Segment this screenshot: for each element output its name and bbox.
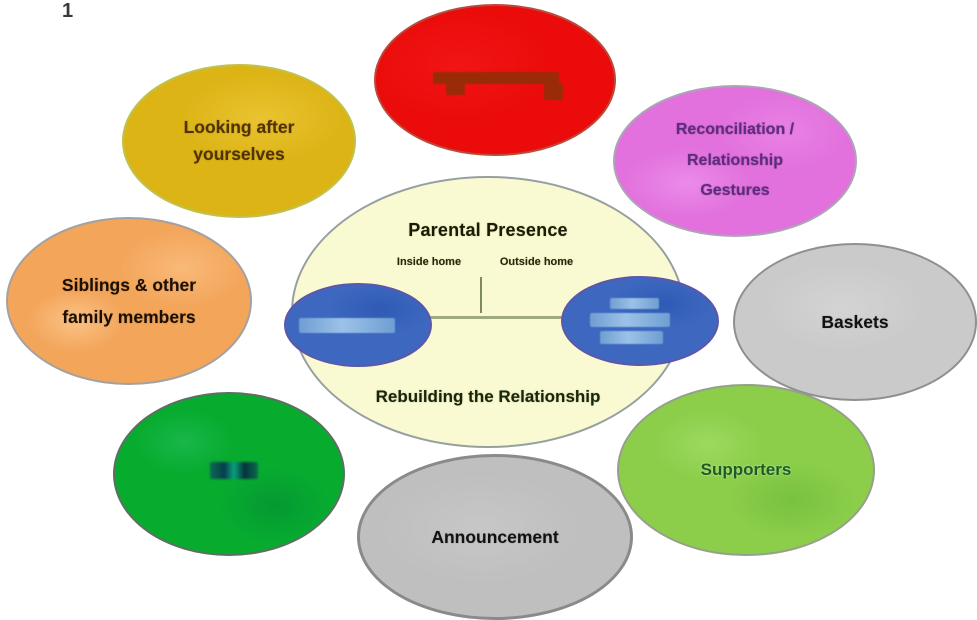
node-baskets: Baskets: [733, 243, 977, 401]
central-title: Parental Presence: [408, 220, 568, 240]
node-label: Siblings & other family members: [61, 274, 197, 327]
node-inner-left-blue: [284, 283, 432, 367]
obscured-text-band: [590, 313, 670, 327]
obscured-text-band: [544, 83, 563, 100]
node-label: Looking after yourselves: [183, 116, 295, 164]
node-inner-right-blue: [561, 276, 719, 366]
obscured-text-band: [600, 331, 663, 344]
obscured-text-band: [210, 462, 258, 479]
node-siblings-family-members: Siblings & other family members: [6, 217, 252, 385]
node-top-red: [374, 4, 616, 156]
obscured-text-band: [610, 298, 659, 309]
corner-page-mark: 1: [62, 0, 74, 22]
node-announcement: Announcement: [357, 454, 633, 620]
node-looking-after-yourselves: Looking after yourselves: [122, 64, 356, 218]
inner-nodes-connector-line: [427, 316, 567, 319]
outside-home-label: Outside home: [499, 256, 574, 268]
node-bottom-left-green: [113, 392, 345, 556]
obscured-text-band: [446, 83, 465, 95]
inside-home-label: Inside home: [396, 256, 462, 268]
obscured-text-band: [433, 72, 559, 84]
rebuilding-relationship-label: Rebuilding the Relationship: [375, 387, 601, 406]
node-label: Reconciliation / Relationship Gestures: [675, 121, 795, 200]
node-label: Announcement: [431, 526, 559, 547]
inside-outside-divider-line: [480, 277, 482, 313]
node-label: Baskets: [821, 311, 889, 332]
node-supporters: Supporters: [617, 384, 875, 556]
obscured-text-band: [299, 318, 395, 333]
node-label: Supporters: [700, 460, 792, 479]
node-reconciliation-relationship-gestures: Reconciliation / Relationship Gestures: [613, 85, 857, 237]
